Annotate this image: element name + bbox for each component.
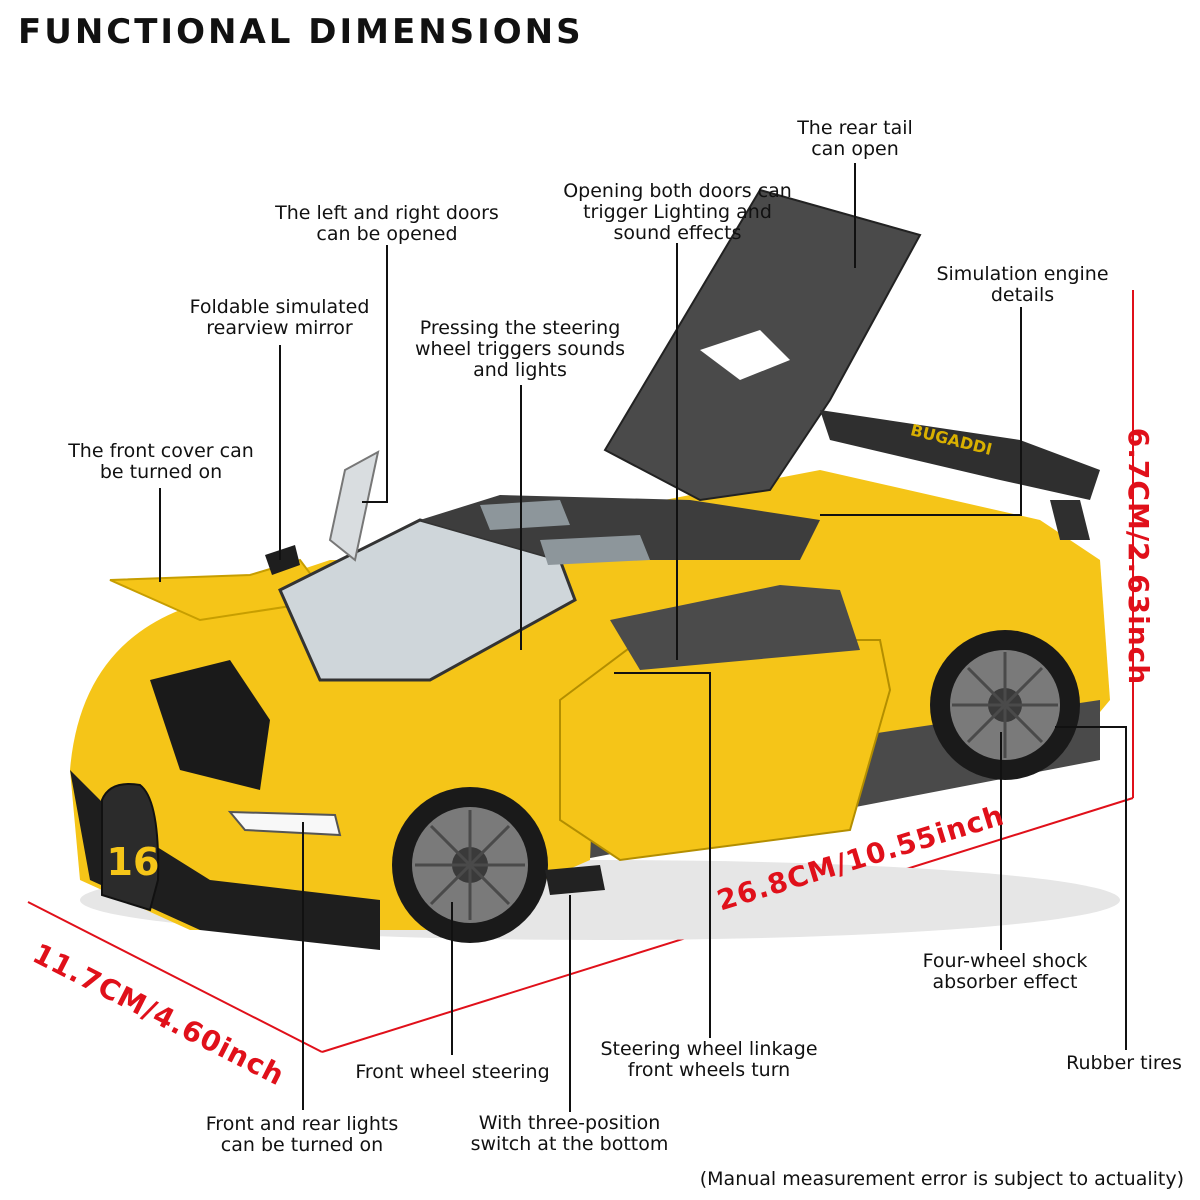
label-front-wheel-steering: Front wheel steering <box>355 1061 550 1083</box>
page-title: FUNCTIONAL DIMENSIONS <box>18 12 584 52</box>
label-engine: Simulation engine details <box>936 263 1109 306</box>
label-lights: Front and rear lights can be turned on <box>205 1113 399 1156</box>
label-shock-absorber: Four-wheel shock absorber effect <box>922 950 1088 993</box>
width-dimension-line <box>27 901 323 1053</box>
leader-rubber-tires <box>1055 726 1127 1050</box>
label-left-right-doors: The left and right doors can be opened <box>275 202 499 245</box>
dimension-height: 6.7CM/2.63inch <box>1122 427 1156 686</box>
label-steering-linkage: Steering wheel linkage front wheels turn <box>600 1038 818 1081</box>
measurement-note: (Manual measurement error is subject to … <box>699 1168 1184 1190</box>
badge-number: 16 <box>107 840 160 884</box>
label-mirror: Foldable simulated rearview mirror <box>189 296 370 339</box>
label-rear-tail: The rear tail can open <box>797 117 913 160</box>
front-wheel <box>392 787 548 943</box>
label-switch: With three-position switch at the bottom <box>470 1112 669 1155</box>
label-doors-lighting: Opening both doors can trigger Lighting … <box>563 180 792 244</box>
leader-left-right-doors <box>362 245 388 503</box>
label-steering-sounds: Pressing the steering wheel triggers sou… <box>415 317 625 381</box>
leader-steering-linkage <box>614 672 711 1038</box>
leader-engine <box>820 307 1022 516</box>
leader-lines <box>159 163 1127 1112</box>
label-front-cover: The front cover can be turned on <box>68 440 254 483</box>
label-rubber-tires: Rubber tires <box>1066 1052 1182 1074</box>
rear-wheel <box>930 630 1080 780</box>
